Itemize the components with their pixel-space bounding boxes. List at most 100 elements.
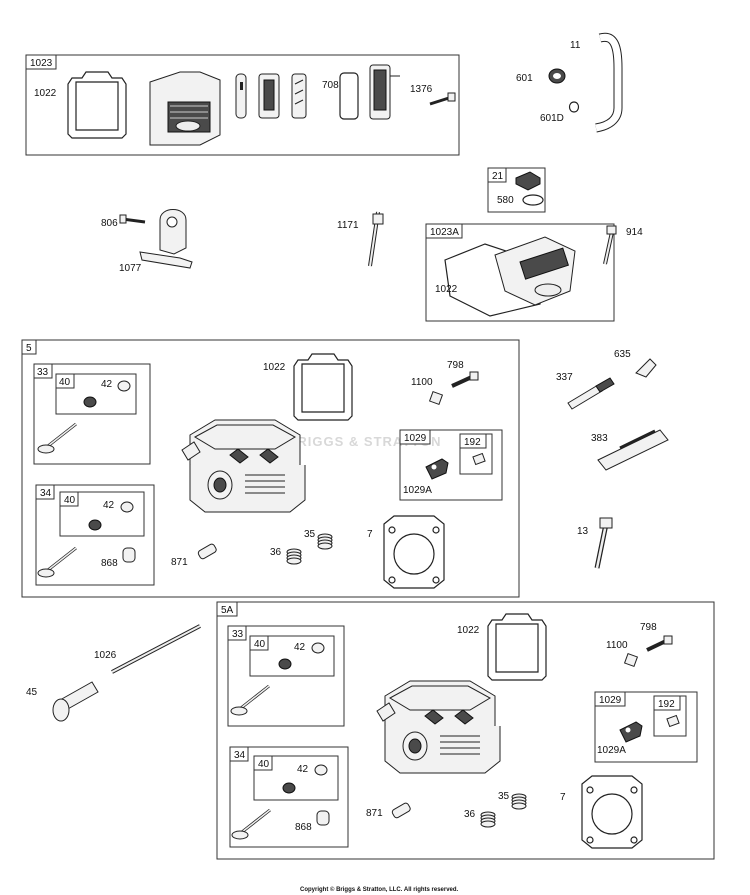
- label-1029: 1029: [599, 695, 622, 706]
- rocker-cover-icon: [149, 71, 221, 146]
- group-40d-tag: [253, 755, 273, 771]
- label-1029: 1029: [404, 433, 427, 444]
- label-40: 40: [59, 377, 71, 388]
- label-601d: 601D: [540, 113, 564, 124]
- label-40: 40: [258, 759, 270, 770]
- copyright-text: Copyright © Briggs & Stratton, LLC. All …: [300, 886, 459, 893]
- ignition-armature-icon: [597, 429, 669, 471]
- label-914: 914: [626, 227, 643, 238]
- gasket-icon: [339, 72, 359, 120]
- gasket-icon: [293, 353, 353, 421]
- spark-plug-icon: [567, 377, 615, 410]
- group-40d-frame: [253, 755, 339, 801]
- label-806: 806: [101, 218, 118, 229]
- label-7: 7: [367, 529, 373, 540]
- bolt-icon: [646, 635, 673, 652]
- label-1376: 1376: [410, 84, 433, 95]
- valve-icon: [230, 808, 272, 841]
- valve-cap-icon: [83, 396, 97, 408]
- label-383: 383: [591, 433, 608, 444]
- label-798: 798: [640, 622, 657, 633]
- label-868: 868: [295, 822, 312, 833]
- group-34b-tag: [229, 746, 249, 762]
- oil-cap-icon: [515, 171, 541, 191]
- retainer-icon: [120, 501, 134, 513]
- group-192b-tag: [653, 695, 681, 711]
- group-33b-tag: [227, 625, 247, 641]
- group-33a-tag: [33, 363, 53, 379]
- label-35: 35: [498, 791, 510, 802]
- label-40: 40: [64, 495, 76, 506]
- group-192a-tag: [459, 433, 487, 449]
- label-1077: 1077: [119, 263, 142, 274]
- label-7: 7: [560, 792, 566, 803]
- group-1029b-tag: [594, 691, 626, 707]
- group-34a-frame: [35, 484, 155, 586]
- label-635: 635: [614, 349, 631, 360]
- gasket-icon: [67, 71, 127, 139]
- valve-icon: [36, 546, 78, 579]
- group-40c-frame: [249, 635, 335, 677]
- spring-icon: [286, 548, 302, 565]
- group-40a-tag: [55, 373, 75, 389]
- group-5-tag: [21, 339, 37, 355]
- label-868: 868: [101, 558, 118, 569]
- valve-cap-icon: [278, 658, 292, 670]
- breather-parts-icon: [235, 73, 307, 119]
- label-34: 34: [40, 488, 52, 499]
- label-1171: 1171: [337, 220, 359, 231]
- label-1100: 1100: [606, 640, 628, 651]
- group-33a-frame: [33, 363, 151, 465]
- rocker-arm-icon: [425, 458, 449, 480]
- breather-assembly-icon: [369, 64, 400, 120]
- bracket-icon: [139, 209, 193, 269]
- group-1023-frame: [25, 54, 460, 156]
- label-21: 21: [492, 171, 504, 182]
- valve-icon: [36, 422, 78, 455]
- label-192: 192: [464, 437, 481, 448]
- nut-icon: [623, 652, 639, 668]
- screw-icon: [472, 452, 486, 466]
- group-1023-tag: [25, 54, 57, 70]
- gasket-icon: [581, 775, 643, 849]
- label-1022: 1022: [435, 284, 458, 295]
- bolt-icon: [594, 517, 613, 569]
- label-36: 36: [464, 809, 476, 820]
- group-1023a-tag: [425, 223, 463, 239]
- spring-icon: [480, 811, 496, 828]
- label-1029a: 1029A: [597, 745, 626, 756]
- label-1023: 1023: [30, 58, 53, 69]
- group-21-tag: [487, 167, 507, 183]
- label-42: 42: [294, 642, 306, 653]
- label-1100: 1100: [411, 377, 433, 388]
- group-21-frame: [487, 167, 546, 213]
- label-871: 871: [366, 808, 383, 819]
- label-708: 708: [322, 80, 339, 91]
- label-5a: 5A: [221, 605, 234, 616]
- clamp-icon: [568, 101, 580, 113]
- label-45: 45: [26, 687, 38, 698]
- bolt-icon: [451, 371, 479, 388]
- valve-cap-icon: [282, 782, 296, 794]
- pin-icon: [197, 543, 217, 560]
- group-5-frame: [21, 339, 520, 598]
- cylinder-head-icon: [181, 419, 306, 513]
- gasket-icon: [383, 515, 445, 589]
- group-1029a-frame: [399, 429, 503, 501]
- bolt-icon: [119, 214, 146, 224]
- gasket-icon: [487, 613, 547, 681]
- tappet-icon: [122, 547, 136, 563]
- screw-icon: [666, 714, 680, 728]
- label-5: 5: [26, 343, 32, 354]
- label-1026: 1026: [94, 650, 117, 661]
- retainer-icon: [311, 642, 325, 654]
- group-1023a-frame: [425, 223, 615, 322]
- label-1022: 1022: [34, 88, 57, 99]
- label-1023a: 1023A: [430, 227, 459, 238]
- group-5a-frame: [216, 601, 715, 860]
- label-35: 35: [304, 529, 316, 540]
- label-42: 42: [103, 500, 115, 511]
- label-192: 192: [658, 699, 675, 710]
- label-11: 11: [570, 40, 581, 51]
- retainer-icon: [117, 380, 131, 392]
